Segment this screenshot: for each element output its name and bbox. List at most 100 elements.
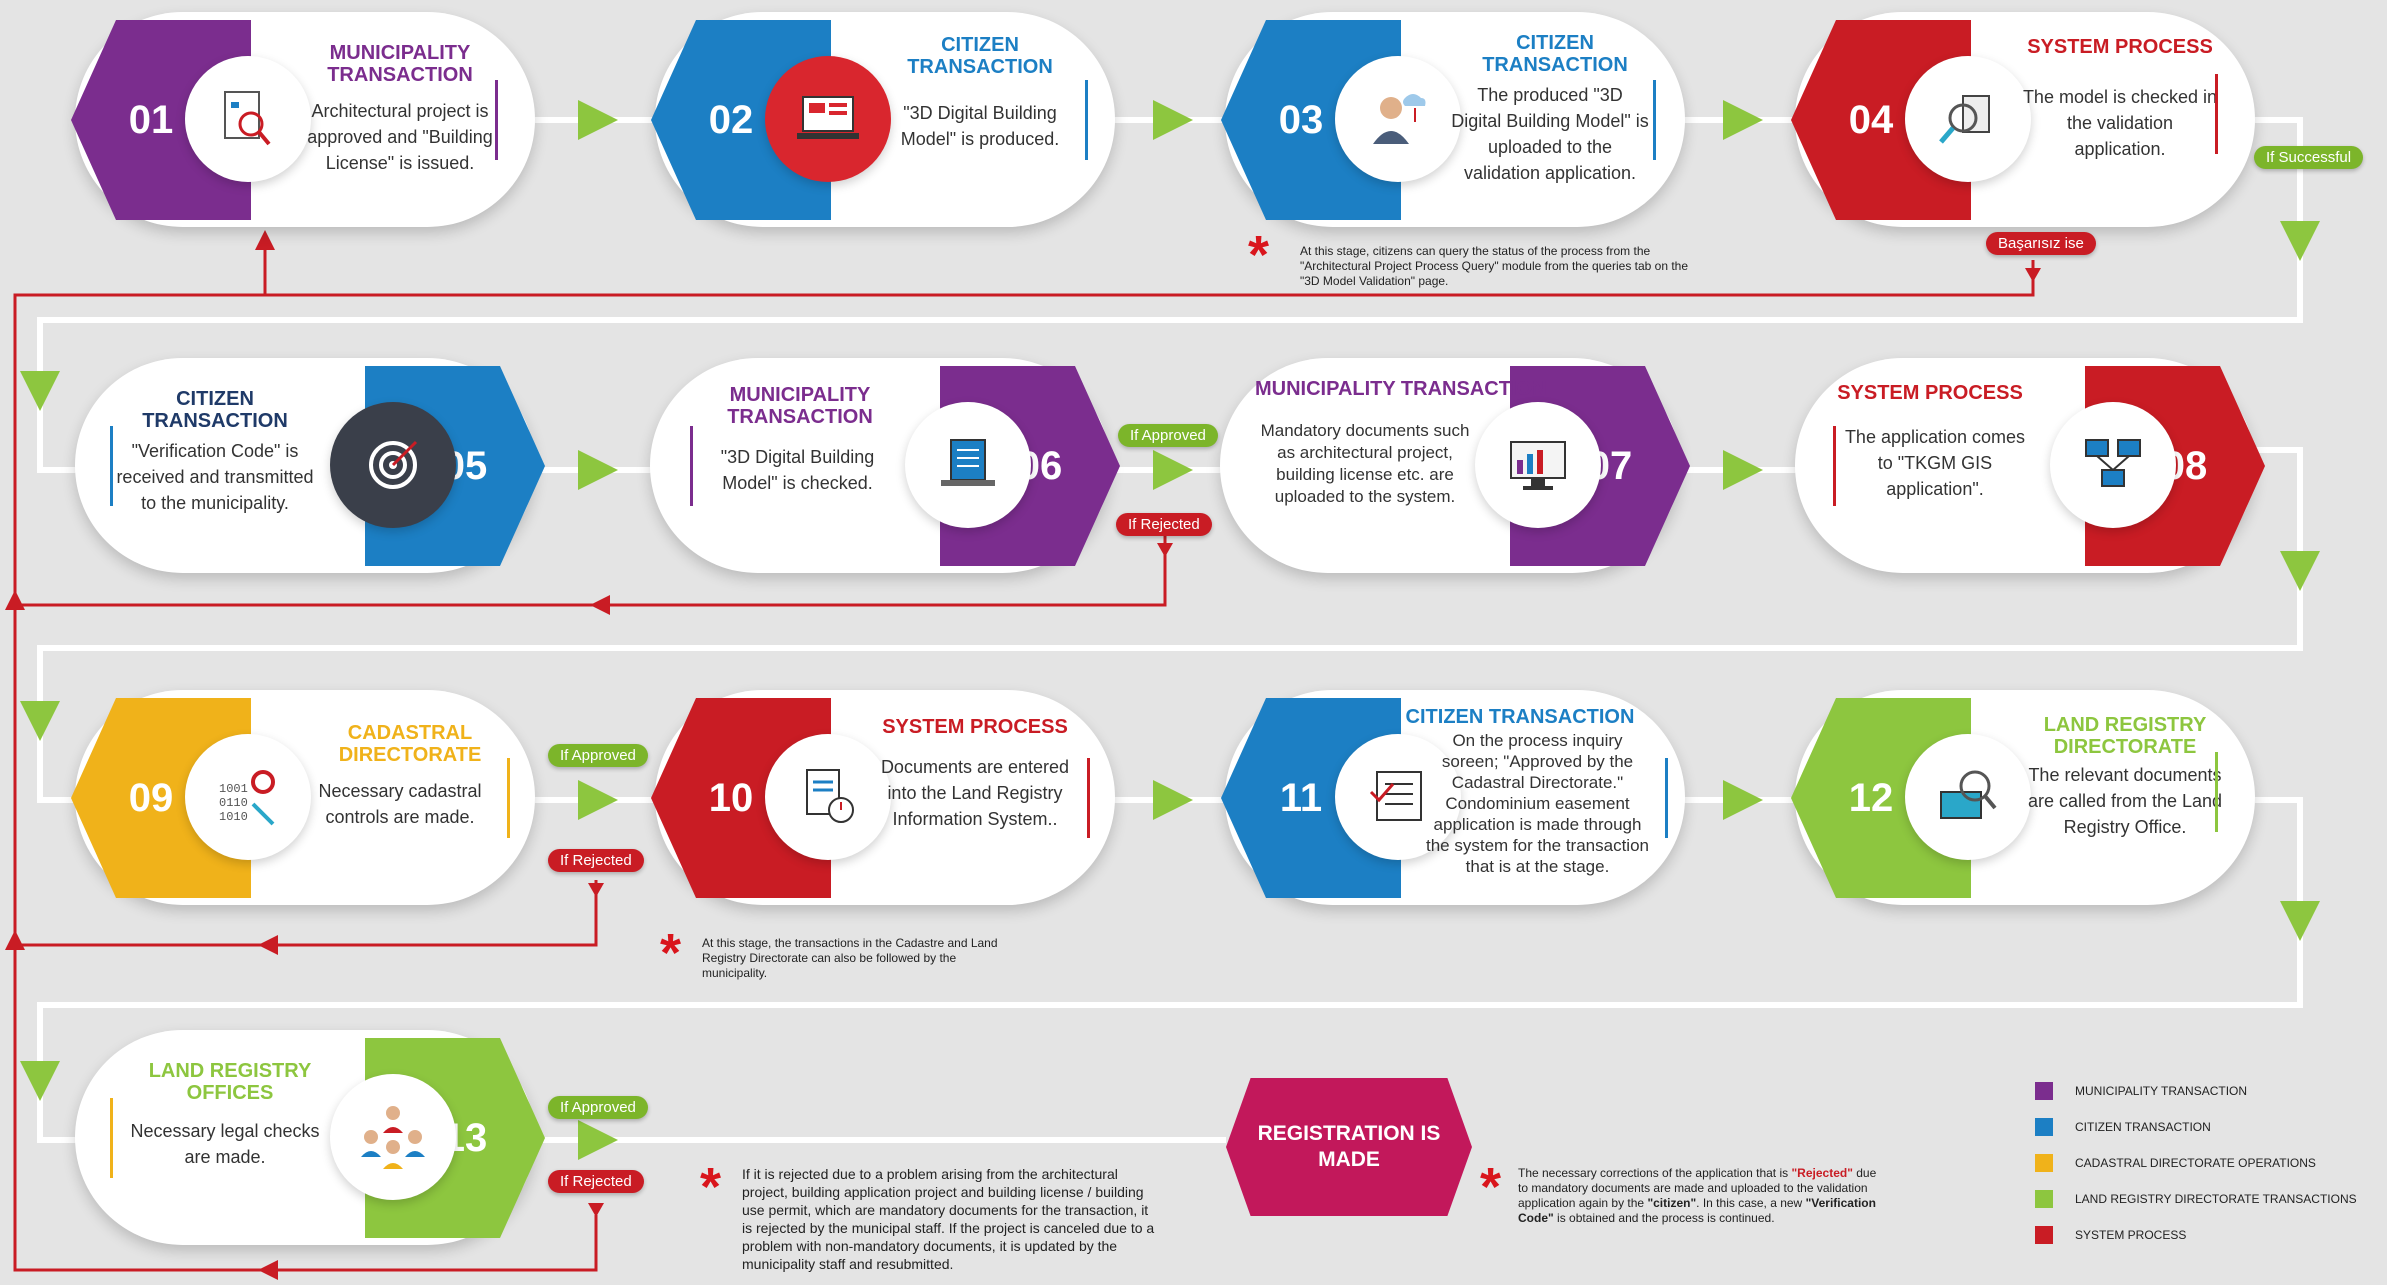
svg-text:1001: 1001 bbox=[219, 782, 248, 796]
document-search-icon bbox=[185, 56, 311, 182]
target-icon bbox=[330, 402, 456, 528]
step-04-bar bbox=[2215, 74, 2218, 154]
step-10-bar bbox=[1087, 758, 1090, 838]
step-02-card: 02 CITIZEN TRANSACTION "3D Digital Build… bbox=[651, 12, 1115, 227]
step-04-card: 04 SYSTEM PROCESS The model is checked i… bbox=[1791, 12, 2255, 227]
note-4-rejected: "Rejected" bbox=[1791, 1166, 1853, 1180]
step-03-bar bbox=[1653, 80, 1656, 160]
legend-swatch-system bbox=[2035, 1226, 2053, 1244]
step-11-text: On the process inquiry soreen; "Approved… bbox=[1426, 731, 1649, 876]
step-13-card: 13 LAND REGISTRY OFFICES Necessary legal… bbox=[75, 1030, 545, 1245]
legend-swatch-cadastral bbox=[2035, 1154, 2053, 1172]
legend-label-citizen: CITIZEN TRANSACTION bbox=[2075, 1120, 2211, 1134]
step-13-title: LAND REGISTRY OFFICES bbox=[148, 1060, 312, 1104]
clipboard-clock-icon bbox=[765, 734, 891, 860]
step-11-number: 11 bbox=[1279, 776, 1323, 820]
svg-text:1010: 1010 bbox=[219, 810, 248, 824]
if-rejected-pill-09: If Rejected bbox=[548, 849, 644, 872]
step-09-number: 09 bbox=[128, 776, 174, 820]
step-01-text: Architectural project is approved and "B… bbox=[307, 101, 493, 173]
step-06-bar bbox=[690, 426, 693, 506]
note-4-part-g: is obtained and the process is continued… bbox=[1557, 1211, 1775, 1225]
legend-item-land-registry: LAND REGISTRY DIRECTORATE TRANSACTIONS bbox=[2035, 1181, 2357, 1217]
basarisiz-ise-pill: Başarısız ise bbox=[1986, 232, 2096, 255]
magnifier-document-icon bbox=[1905, 56, 2031, 182]
step-05-card: 05 CITIZEN TRANSACTION "Verification Cod… bbox=[75, 358, 545, 573]
note-4-part-e: . In this case, a new bbox=[1696, 1196, 1803, 1210]
step-03-title: CITIZEN TRANSACTION bbox=[1482, 32, 1628, 76]
checklist-icon bbox=[1335, 734, 1461, 860]
legend-item-citizen: CITIZEN TRANSACTION bbox=[2035, 1109, 2357, 1145]
step-12-text: The relevant documents are called from t… bbox=[2027, 765, 2223, 837]
registration-is-made: REGISTRATION IS MADE bbox=[1226, 1078, 1472, 1216]
user-upload-icon bbox=[1335, 56, 1461, 182]
step-09-title: CADASTRAL DIRECTORATE bbox=[338, 722, 482, 766]
note-1: At this stage, citizens can query the st… bbox=[1300, 244, 1689, 288]
step-05-text: "Verification Code" is received and tran… bbox=[116, 441, 314, 513]
step-06-title: MUNICIPALITY TRANSACTION bbox=[727, 384, 873, 428]
step-02-number: 02 bbox=[708, 98, 754, 142]
note-3-star: * bbox=[700, 1157, 722, 1217]
legend-label-land-registry: LAND REGISTRY DIRECTORATE TRANSACTIONS bbox=[2075, 1192, 2357, 1206]
step-01-bar bbox=[495, 80, 498, 160]
step-12-card: 12 LAND REGISTRY DIRECTORATE The relevan… bbox=[1791, 690, 2255, 905]
note-2-star: * bbox=[660, 923, 682, 983]
step-05-title: CITIZEN TRANSACTION bbox=[142, 388, 288, 432]
note-2: At this stage, the transactions in the C… bbox=[702, 936, 998, 980]
if-successful-pill: If Successful bbox=[2254, 146, 2364, 169]
step-04-title: SYSTEM PROCESS bbox=[2027, 36, 2213, 58]
step-10-title: SYSTEM PROCESS bbox=[882, 716, 1068, 738]
step-12-bar bbox=[2215, 752, 2218, 832]
step-02-text: "3D Digital Building Model" is produced. bbox=[900, 103, 1060, 149]
step-02-title: CITIZEN TRANSACTION bbox=[907, 34, 1053, 78]
legend-item-system: SYSTEM PROCESS bbox=[2035, 1217, 2357, 1253]
legend-swatch-citizen bbox=[2035, 1118, 2053, 1136]
legend-label-municipality: MUNICIPALITY TRANSACTION bbox=[2075, 1084, 2248, 1098]
step-03-text: The produced "3D Digital Building Model"… bbox=[1451, 85, 1649, 183]
step-13-bar bbox=[110, 1098, 113, 1178]
if-rejected-pill-13: If Rejected bbox=[548, 1170, 644, 1193]
step-01-number: 01 bbox=[128, 98, 174, 142]
step-10-text: Documents are entered into the Land Regi… bbox=[880, 757, 1070, 829]
step-11-bar bbox=[1665, 758, 1668, 838]
step-08-card: 08 SYSTEM PROCESS The application comes … bbox=[1795, 358, 2265, 573]
legend-label-system: SYSTEM PROCESS bbox=[2075, 1228, 2187, 1242]
note-1-star: * bbox=[1248, 225, 1270, 285]
note-4: The necessary corrections of the applica… bbox=[1518, 1166, 1878, 1226]
step-09-text: Necessary cadastral controls are made. bbox=[318, 781, 482, 827]
if-approved-pill-13: If Approved bbox=[548, 1096, 648, 1119]
if-approved-pill-06: If Approved bbox=[1118, 424, 1218, 447]
step-01-title: MUNICIPALITY TRANSACTION bbox=[327, 42, 473, 86]
step-05-bar bbox=[110, 426, 113, 506]
step-11-card: 11 CITIZEN TRANSACTION On the process in… bbox=[1221, 690, 1685, 905]
note-3: If it is rejected due to a problem arisi… bbox=[742, 1166, 1155, 1272]
step-09-bar bbox=[507, 758, 510, 838]
svg-text:0110: 0110 bbox=[219, 796, 248, 810]
step-01-card: 01 MUNICIPALITY TRANSACTION Architectura… bbox=[71, 12, 535, 227]
step-10-card: 10 SYSTEM PROCESS Documents are entered … bbox=[651, 690, 1115, 905]
legend-swatch-municipality bbox=[2035, 1082, 2053, 1100]
laptop-document-icon bbox=[905, 402, 1031, 528]
note-4-part-a: The necessary corrections of the applica… bbox=[1518, 1166, 1789, 1180]
step-03-number: 03 bbox=[1278, 98, 1324, 142]
step-06-card: 06 MUNICIPALITY TRANSACTION "3D Digital … bbox=[650, 358, 1120, 573]
step-08-title: SYSTEM PROCESS bbox=[1837, 382, 2023, 404]
note-4-star: * bbox=[1480, 1157, 1502, 1217]
step-07-title: MUNICIPALITY TRANSACTION bbox=[1255, 378, 1547, 400]
network-icon bbox=[2050, 402, 2176, 528]
step-12-number: 12 bbox=[1848, 776, 1894, 820]
note-4-part-c: due to mandatory documents are made and … bbox=[1518, 1166, 1877, 1210]
legend-item-cadastral: CADASTRAL DIRECTORATE OPERATIONS bbox=[2035, 1145, 2357, 1181]
laptop-icon bbox=[765, 56, 891, 182]
if-approved-pill-09: If Approved bbox=[548, 744, 648, 767]
step-02-bar bbox=[1085, 80, 1088, 160]
step-11-title: CITIZEN TRANSACTION bbox=[1405, 706, 1635, 728]
step-07-text: Mandatory documents such as architectura… bbox=[1260, 421, 1470, 506]
legend-label-cadastral: CADASTRAL DIRECTORATE OPERATIONS bbox=[2075, 1156, 2316, 1170]
legend: MUNICIPALITY TRANSACTION CITIZEN TRANSAC… bbox=[2035, 1073, 2357, 1253]
step-08-text: The application comes to "TKGM GIS appli… bbox=[1844, 427, 2026, 499]
step-06-text: "3D Digital Building Model" is checked. bbox=[720, 447, 875, 493]
team-icon bbox=[330, 1074, 456, 1200]
